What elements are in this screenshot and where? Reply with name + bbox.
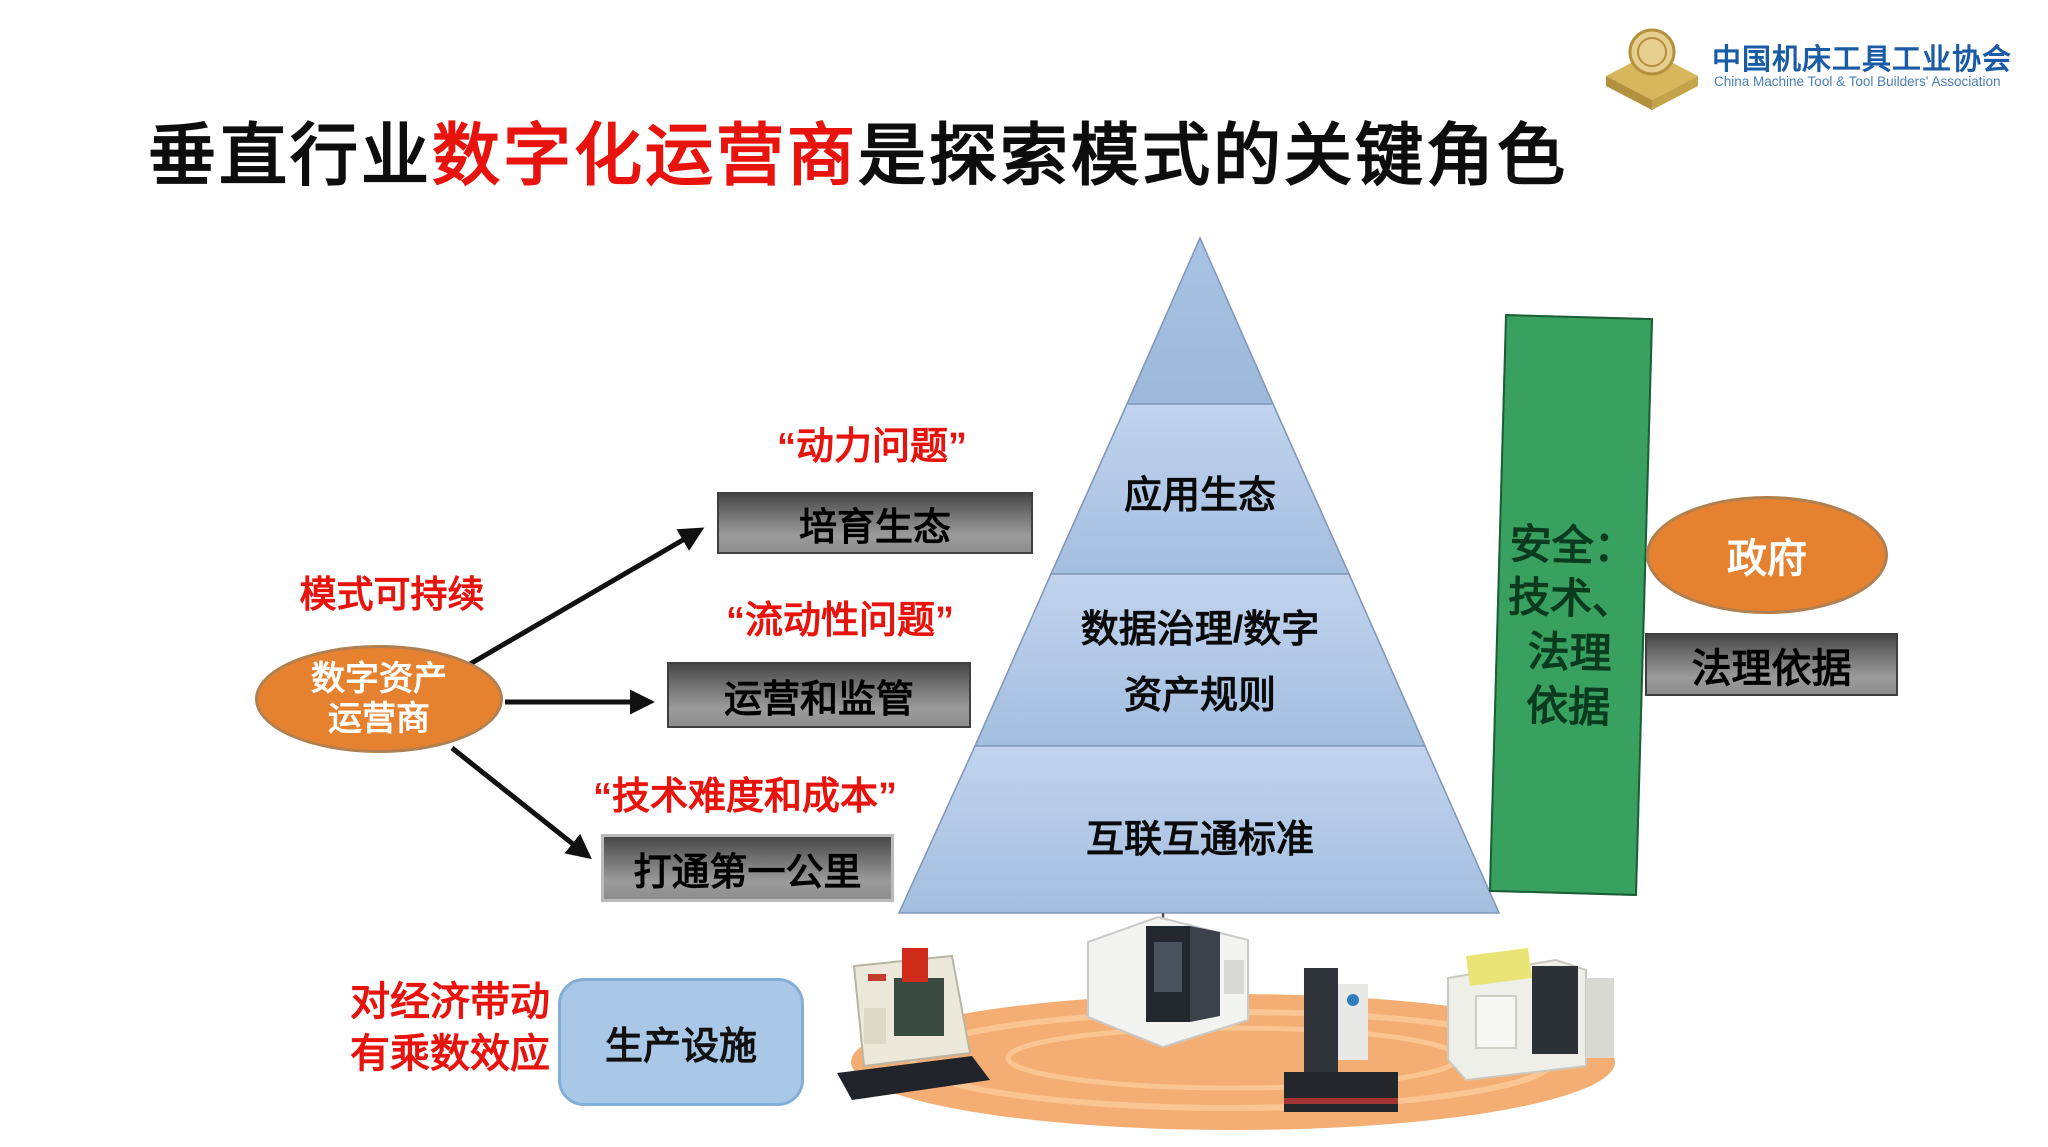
branch-quote-1: “动力问题” [776,426,967,468]
arrow-to-cultivate [468,527,705,667]
machine-image-1 [837,948,990,1100]
branch-quote-3: “技术难度和成本” [592,776,897,818]
operator-ellipse-line2: 运营商 [328,700,430,738]
gold-emblem-icon [1606,28,1698,110]
title-prefix: 垂直行业 [148,118,433,194]
page-title: 垂直行业数字化运营商是探索模式的关键角色 [148,100,1568,199]
operator-ellipse: 数字资产 运营商 [255,645,503,753]
branch-box-1: 培育生态 [717,492,1033,554]
multiplier-label: 对经济带动 有乘数效应 [270,976,630,1080]
machine-image-2 [1087,915,1249,1049]
security-line-2: 技术、 [1507,573,1635,625]
multiplier-label-line2: 有乘数效应 [350,1032,550,1076]
pyramid-level-2-label: 应用生态 [1123,475,1276,517]
branch-arrows [450,527,705,860]
government-ellipse: 政府 [1646,496,1888,614]
security-bar: 安全： 技术、 法理 依据 [1488,314,1654,896]
org-name-en: China Machine Tool & Tool Builders' Asso… [1714,74,2001,89]
pyramid-level-4-shape [897,745,1501,914]
legal-basis-box: 法理依据 [1645,633,1898,696]
pyramid-level-3-line1: 数据治理/数字 [1080,609,1320,651]
machine-image-3 [1284,968,1398,1112]
branch-box-2: 运营和监管 [667,662,971,728]
pyramid-level-3-line2: 资产规则 [1123,675,1276,717]
title-highlight: 数字化运营商 [432,118,859,194]
operator-ellipse-line1: 数字资产 [311,659,447,698]
multiplier-label-line1: 对经济带动 [350,980,550,1024]
title-suffix: 是探索模式的关键角色 [858,118,1569,194]
pyramid-level-4-label: 互联互通标准 [1085,819,1314,861]
branch-quote-2: “流动性问题” [725,600,954,642]
pyramid-tip [1125,236,1275,405]
machine-image-4 [1447,948,1614,1082]
org-name-zh: 中国机床工具工业协会 [1712,44,2013,76]
arrow-to-lastmile [450,746,592,860]
security-line-3: 法理 [1527,627,1613,678]
pyramid-level-3-label: 数据治理/数字 资产规则 [1000,597,1400,729]
sustain-label: 模式可持续 [299,574,485,615]
security-line-4: 依据 [1525,681,1611,731]
security-line-1: 安全： [1509,519,1637,571]
branch-box-3: 打通第一公里 [601,834,894,902]
facility-box: 生产设施 [558,978,804,1106]
pyramid [897,236,1501,914]
